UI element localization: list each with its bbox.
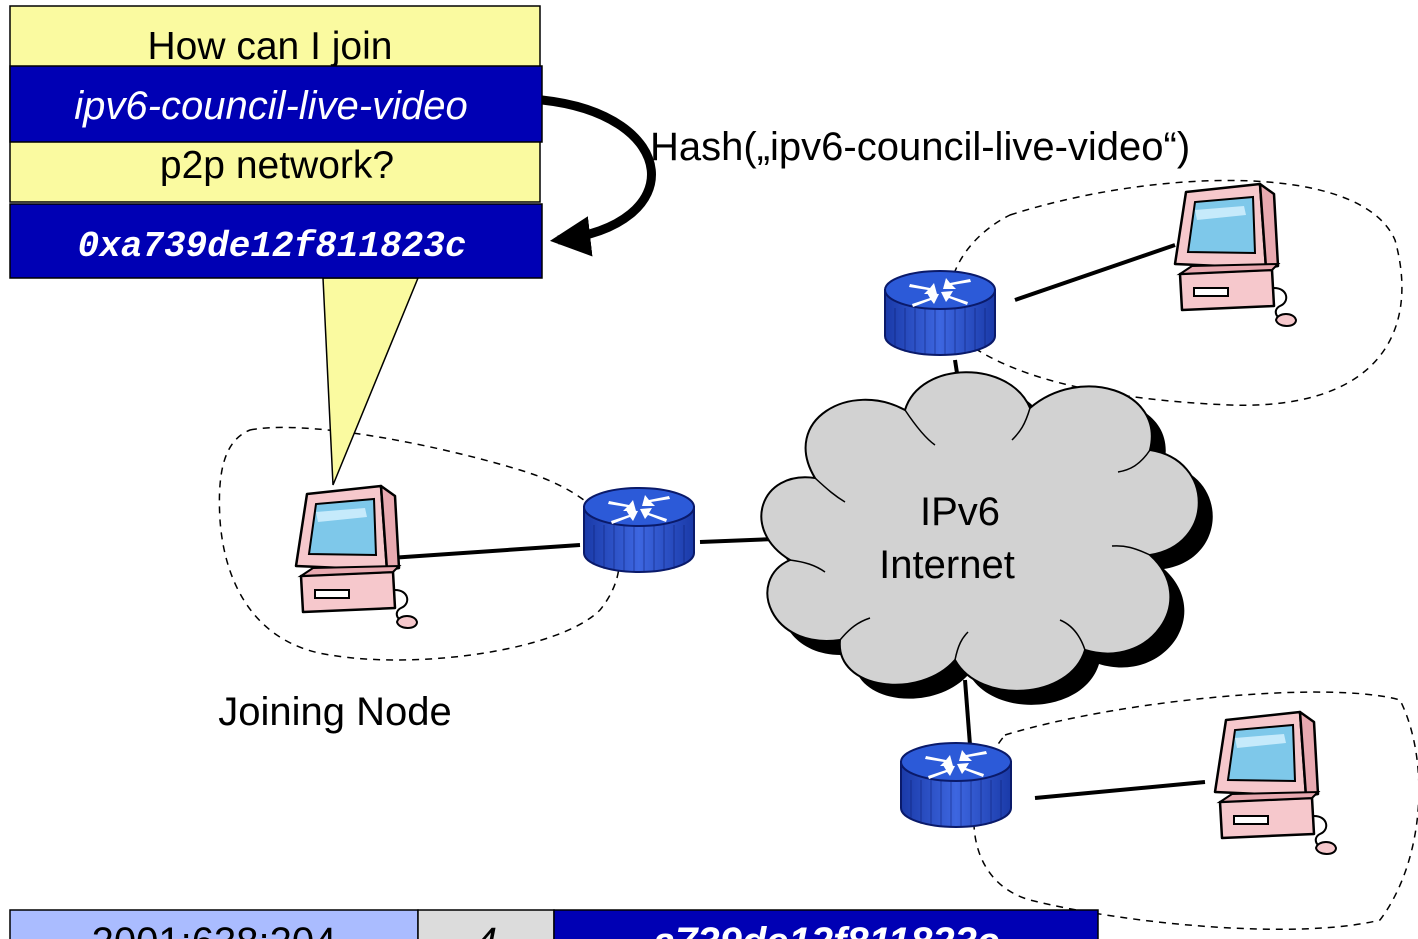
hash-arrow	[541, 95, 656, 257]
callout-tail	[322, 277, 420, 486]
computer-icon	[1213, 710, 1338, 856]
address-suffix-box	[553, 909, 1099, 939]
cloud-label-line1: IPv6	[920, 490, 1000, 534]
callout-question-line3: p2p network?	[160, 144, 394, 187]
hash-value: 0xa739de12f811823c	[78, 226, 467, 267]
address-middle: 4	[475, 920, 497, 939]
hash-label: Hash(„ipv6-council-live-video“)	[650, 125, 1190, 169]
upper-right-region	[948, 179, 1403, 406]
address-prefix: 2001:638:204	[92, 920, 337, 939]
cloud-label-line2: Internet	[879, 543, 1015, 587]
joining-node-region	[218, 426, 621, 661]
computer-icon	[1173, 182, 1298, 328]
lower-right-region	[973, 691, 1418, 931]
joining-node-label: Joining Node	[218, 690, 452, 734]
callout-question-line1: How can I join	[148, 25, 393, 68]
cloud-icon	[760, 371, 1213, 705]
network-name: ipv6-council-live-video	[74, 84, 468, 128]
address-prefix-box	[9, 909, 419, 939]
hash-value-box	[9, 203, 543, 279]
router-icon	[583, 487, 695, 573]
router-icon	[900, 742, 1012, 828]
network-links	[389, 243, 1206, 800]
computer-icon	[294, 484, 419, 630]
address-middle-box	[417, 909, 555, 939]
router-icon	[884, 270, 996, 356]
address-suffix: a739de12f811823c	[653, 920, 999, 939]
